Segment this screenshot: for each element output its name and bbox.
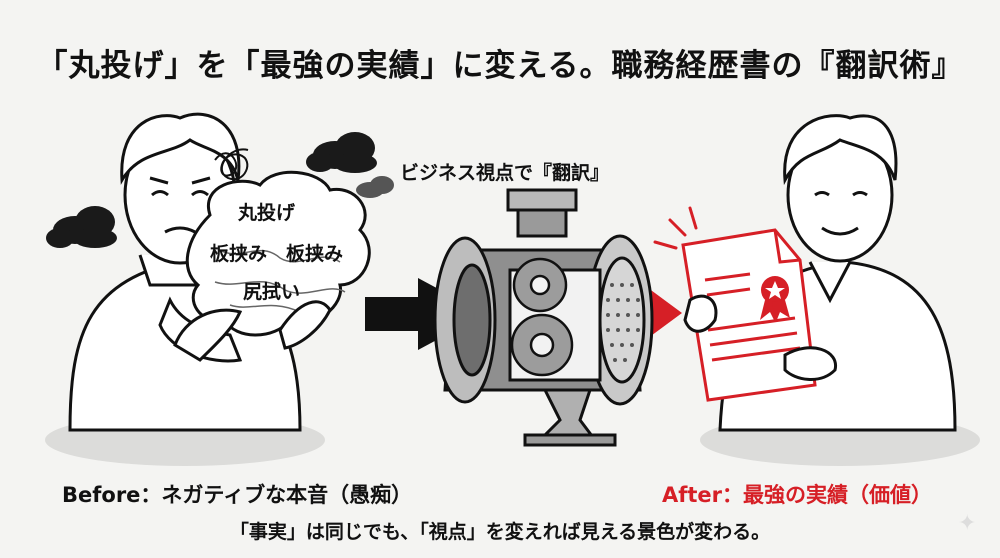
machine-label: ビジネス視点で『翻訳』 [400,162,610,184]
scribble-icon [214,148,249,181]
thought-cloud [185,170,371,337]
bubble-word: 板挟み [286,243,344,265]
storm-cloud-icon [306,132,377,173]
gear-icon [510,313,574,377]
storm-cloud-icon [356,176,394,198]
left-hands [173,300,332,362]
ribbon-star-icon [760,276,790,322]
before-label: Before：ネガティブな本音（愚痴） [62,483,413,507]
right-hands [683,294,837,381]
gear-icon [512,257,568,313]
sparkle-icon: ✦ [958,511,977,536]
storm-cloud-icon [46,206,117,248]
bubble-word: 丸投げ [238,202,296,224]
bubble-word: 板挟み [210,243,268,265]
emphasis-lines [653,206,698,250]
caption: 「事実」は同じでも、「視点」を変えれば見える景色が変わる。 [229,521,771,543]
page-title: 「丸投げ」を「最強の実績」に変える。職務経歴書の『翻訳術』 [36,48,964,84]
certificate-icon [681,228,817,402]
perforation-dots [606,283,640,362]
after-label: After：最強の実績（価値） [662,483,933,507]
bubble-word: 尻拭い [243,281,301,303]
